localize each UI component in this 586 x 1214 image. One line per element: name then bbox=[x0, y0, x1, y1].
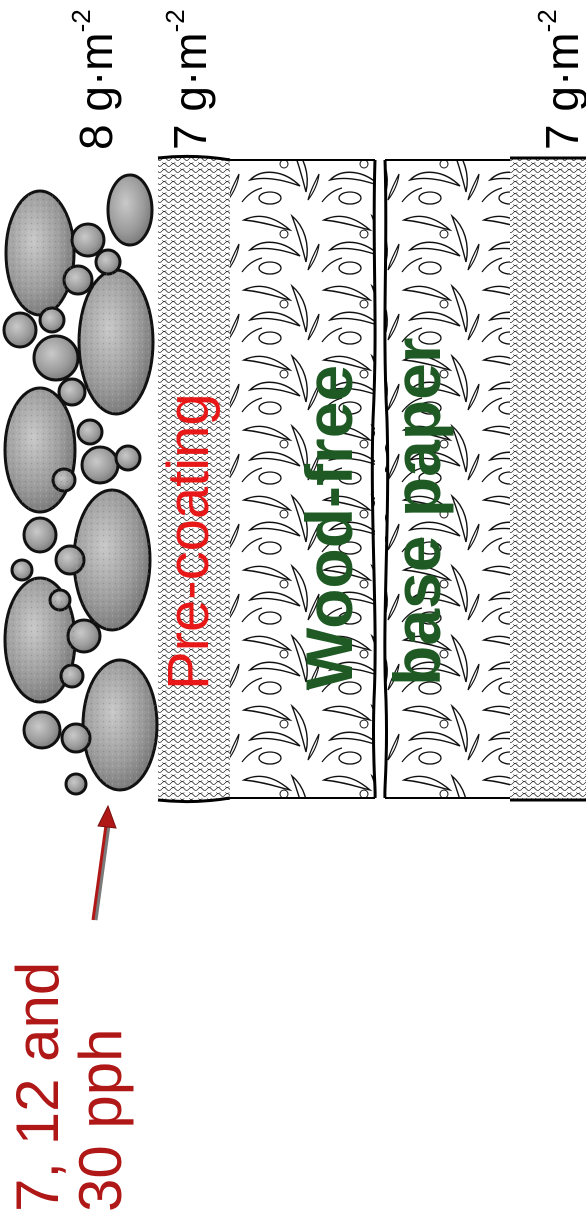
binder-level-label: 7, 12 and 30 pph bbox=[6, 962, 132, 1212]
grammage-label-top-inner: 7 g·m-2 bbox=[162, 9, 213, 150]
binder-level-line-1: 7, 12 and bbox=[6, 962, 69, 1212]
binder-level-line-2: 30 pph bbox=[69, 962, 132, 1212]
base-paper-label-line-2: base paper bbox=[384, 338, 450, 687]
binder-arrow bbox=[93, 806, 116, 920]
grammage-label-bottom: 7 g·m-2 bbox=[534, 9, 585, 150]
bottom-coating-layer bbox=[510, 158, 586, 800]
base-paper-label-line-1: Wood-free bbox=[296, 365, 362, 690]
precoating-label: Pre-coating bbox=[160, 393, 218, 690]
grammage-label-top-outer: 8 g·m-2 bbox=[68, 9, 119, 150]
